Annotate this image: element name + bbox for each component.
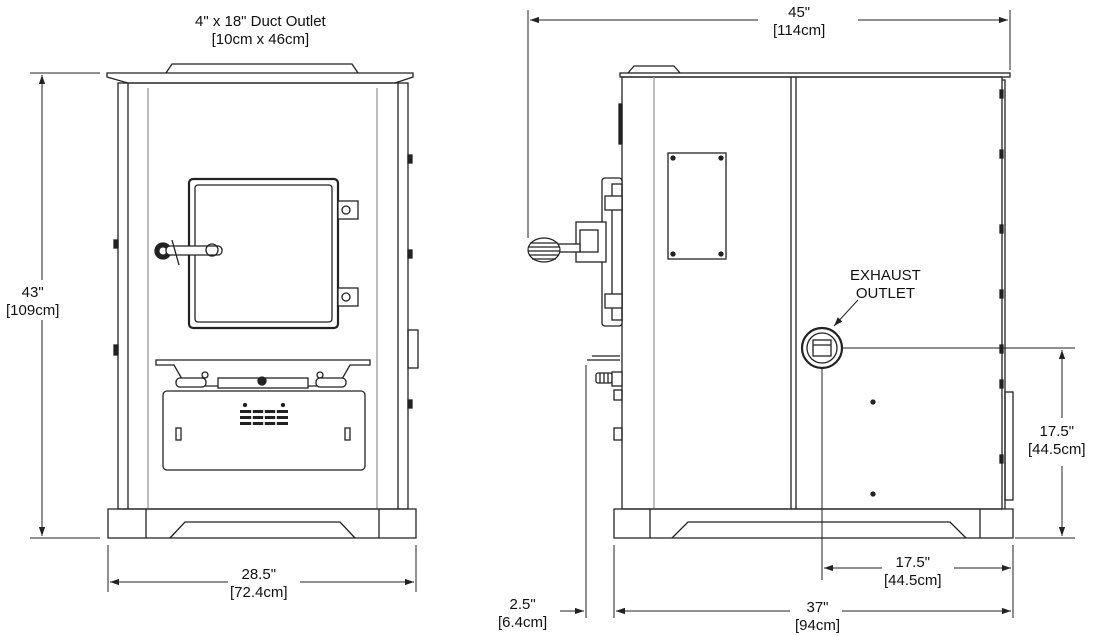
door-hinge-top <box>337 200 359 220</box>
ash-drawer <box>162 390 366 471</box>
exhaust-leader <box>833 299 859 327</box>
height-label: 43" [109cm] <box>4 284 62 320</box>
exhaust-outlet-label: EXHAUST OUTLET <box>850 267 921 302</box>
top-lid <box>106 72 414 84</box>
front-base <box>107 508 417 539</box>
exhaust-back-label: 17.5" [44.5cm] <box>882 554 944 590</box>
width-label: 28.5" [72.4cm] <box>228 566 290 602</box>
exhaust-height-label: 17.5" [44.5cm] <box>1026 423 1088 459</box>
duct-outlet <box>165 63 359 74</box>
door-hinge-bottom <box>337 287 359 307</box>
side-cabinet <box>621 76 1003 510</box>
door-latch <box>154 239 223 266</box>
drawer-handle-side <box>595 371 623 387</box>
exhaust-outlet <box>800 326 844 370</box>
side-access-panel <box>667 152 727 260</box>
side-dimensions <box>527 10 1075 618</box>
duct-outlet-label: 4" x 18" Duct Outlet [10cm x 46cm] <box>193 13 328 49</box>
front-dimensions <box>30 72 417 592</box>
front-view <box>106 63 419 539</box>
door-profile <box>555 177 623 327</box>
side-view <box>527 65 1014 539</box>
rear-offset-label: 2.5" [6.4cm] <box>496 596 550 632</box>
latch-knob <box>527 237 561 263</box>
base-depth-label: 37" [94cm] <box>793 599 843 635</box>
overall-depth-label: 45" [114cm] <box>771 4 828 40</box>
side-base <box>613 508 1014 539</box>
